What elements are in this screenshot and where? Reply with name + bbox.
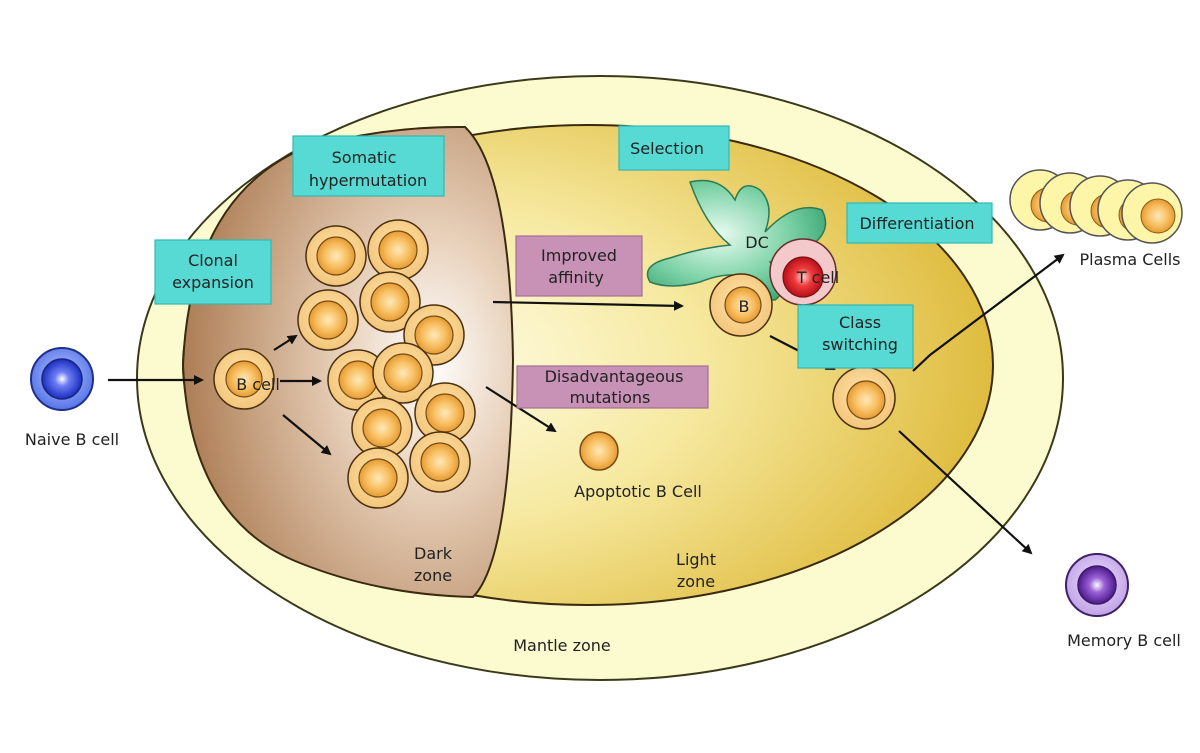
apoptotic-b-cell-label: Apoptotic B Cell	[574, 482, 702, 501]
initial-b-cell	[213, 348, 275, 410]
selection-box: Selection	[618, 125, 730, 171]
improved-affinity-box: Improved affinity	[515, 235, 643, 297]
dark-zone-label: Dark	[414, 544, 453, 563]
naive-b-cell-label: Naive B cell	[25, 430, 119, 449]
t-cell	[769, 238, 837, 306]
b-cell-clone	[359, 271, 421, 333]
b-cell-clone	[367, 219, 429, 281]
arrow-improved-affinity	[492, 300, 684, 311]
svg-text:expansion: expansion	[172, 273, 254, 292]
svg-text:Class: Class	[839, 313, 881, 332]
naive-b-cell	[30, 347, 94, 411]
t-cell-label: T cell	[796, 268, 839, 287]
svg-text:Differentiation: Differentiation	[859, 214, 974, 233]
arrow-expansion-up	[273, 334, 298, 351]
svg-text:Clonal: Clonal	[188, 251, 238, 270]
svg-text:Improved: Improved	[541, 246, 617, 265]
b-label: B	[739, 297, 750, 316]
class-switching-box: Class switching	[797, 304, 914, 369]
svg-text:Disadvantageous: Disadvantageous	[545, 367, 684, 386]
disadvantageous-mutations-box: Disadvantageous mutations	[516, 365, 709, 409]
svg-text:Selection: Selection	[630, 139, 704, 158]
svg-text:mutations: mutations	[570, 388, 651, 407]
arrow-disadvantageous	[485, 386, 557, 433]
svg-text:affinity: affinity	[548, 268, 604, 287]
b-cell-clone	[297, 289, 359, 351]
b-cell-label: B cell	[236, 375, 280, 394]
plasma-cells-label: Plasma Cells	[1080, 250, 1181, 269]
svg-text:switching: switching	[822, 335, 898, 354]
b-cell-clone	[409, 431, 471, 493]
memory-b-cell	[1065, 553, 1129, 617]
clonal-expansion-box: Clonal expansion	[154, 239, 272, 305]
b-cell-clone	[347, 447, 409, 509]
plasma-cells	[1009, 169, 1183, 244]
b-cell-clone	[351, 397, 413, 459]
b-cell-clone	[305, 225, 367, 287]
b-cell-clone	[372, 342, 434, 404]
dark-zone-label: zone	[414, 566, 452, 585]
light-zone-label: zone	[677, 572, 715, 591]
class-switched-b-cell	[832, 366, 896, 430]
mantle-zone-label: Mantle zone	[513, 636, 611, 655]
light-zone-label: Light	[676, 550, 716, 569]
arrow-to-plasma-cells	[912, 253, 1065, 372]
somatic-hypermutation-box: Somatic hypermutation	[292, 135, 445, 197]
arrow-to-memory-cell	[898, 430, 1033, 555]
differentiation-box: Differentiation	[846, 202, 993, 244]
b-cell-clones	[297, 219, 476, 509]
svg-text:hypermutation: hypermutation	[309, 171, 427, 190]
dc-label: DC	[745, 233, 769, 252]
arrow-expansion-down	[282, 414, 332, 456]
b-cell-clone	[414, 382, 476, 444]
svg-text:Somatic: Somatic	[332, 148, 397, 167]
memory-b-cell-label: Memory B cell	[1067, 631, 1181, 650]
apoptotic-b-cell	[579, 431, 619, 471]
selected-b-cell	[709, 273, 773, 337]
